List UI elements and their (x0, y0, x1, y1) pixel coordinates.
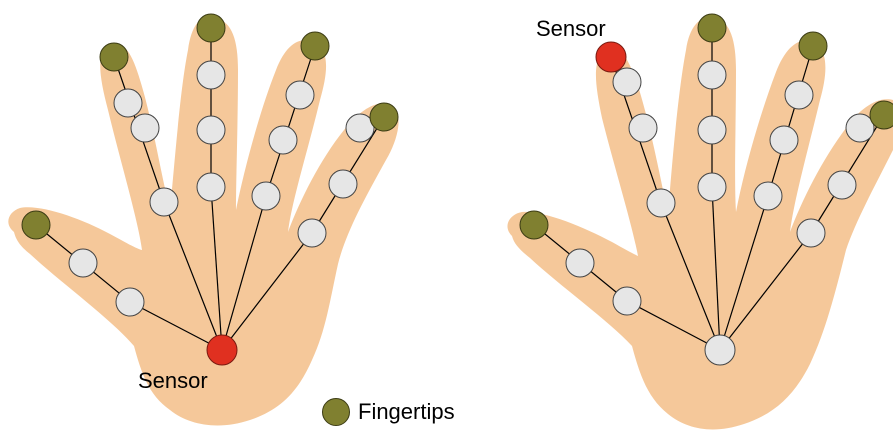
joint-marker (329, 170, 357, 198)
fingertip-marker (520, 211, 548, 239)
joint-marker (197, 61, 225, 89)
joint-marker (116, 288, 144, 316)
fingertip-marker (870, 101, 893, 129)
joint-marker (613, 68, 641, 96)
sensor-label-left: Sensor (138, 368, 208, 394)
joint-marker (647, 189, 675, 217)
joint-marker (286, 81, 314, 109)
left-sensor-marker (207, 335, 237, 365)
fingertip-marker (799, 32, 827, 60)
fingertip-marker (197, 14, 225, 42)
joint-marker (770, 126, 798, 154)
sensor-label-right: Sensor (536, 16, 606, 42)
joint-marker (705, 335, 735, 365)
joint-marker (566, 249, 594, 277)
joint-marker (698, 61, 726, 89)
legend: Fingertips (322, 398, 455, 426)
joint-marker (629, 114, 657, 142)
joint-marker (150, 188, 178, 216)
fingertip-marker (22, 211, 50, 239)
joint-marker (269, 126, 297, 154)
fingertip-legend-icon (322, 398, 350, 426)
fingertips-legend-label: Fingertips (358, 399, 455, 425)
joint-marker (797, 219, 825, 247)
joint-marker (846, 114, 874, 142)
fingertip-marker (100, 43, 128, 71)
joint-marker (785, 81, 813, 109)
joint-marker (613, 287, 641, 315)
fingertip-marker (698, 14, 726, 42)
joint-marker (197, 173, 225, 201)
joint-marker (698, 173, 726, 201)
joint-marker (197, 116, 225, 144)
joint-marker (69, 249, 97, 277)
fingertip-marker (370, 103, 398, 131)
left-hand (8, 14, 398, 425)
joint-marker (298, 219, 326, 247)
joint-marker (252, 182, 280, 210)
right-hand (507, 14, 893, 429)
joint-marker (828, 171, 856, 199)
right-sensor-marker (596, 42, 626, 72)
joint-marker (131, 114, 159, 142)
joint-marker (114, 89, 142, 117)
joint-marker (698, 116, 726, 144)
fingertip-marker (301, 32, 329, 60)
joint-marker (754, 182, 782, 210)
